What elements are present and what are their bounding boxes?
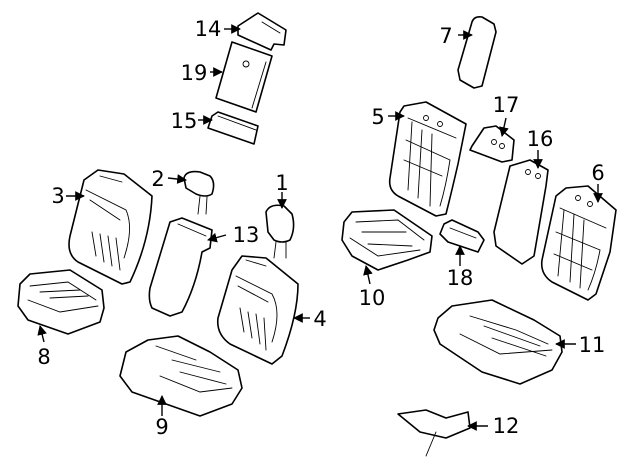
- part-4-shape: [216, 255, 299, 365]
- part-19-shape: [215, 41, 273, 113]
- part-15-shape: [207, 111, 259, 145]
- callout-12: 12: [493, 414, 520, 438]
- callout-16: 16: [527, 127, 554, 151]
- callout-3: 3: [51, 184, 64, 208]
- callout-11: 11: [579, 333, 606, 357]
- part-12-shape: [397, 409, 471, 457]
- callout-9: 9: [155, 415, 168, 439]
- part-18-shape: [439, 219, 485, 253]
- part-13-shape: [148, 217, 213, 317]
- callout-13: 13: [233, 223, 260, 247]
- callout-2: 2: [151, 167, 164, 191]
- part-6-shape: [540, 185, 617, 301]
- part-14-shape: [237, 12, 287, 51]
- arrow-13: [207, 232, 227, 243]
- callout-17: 17: [493, 93, 520, 117]
- leader-lines: [37, 24, 603, 431]
- callout-1: 1: [275, 171, 288, 195]
- part-11-shape: [433, 299, 563, 385]
- callout-19: 19: [181, 61, 208, 85]
- arrow-2: [167, 174, 187, 184]
- callout-labels: 1 2 3 4 5 6 7 8 9 10 11 12 13 14 19 15 1…: [37, 17, 605, 439]
- part-10-shape: [341, 209, 433, 271]
- callout-6: 6: [591, 161, 604, 185]
- callout-18: 18: [447, 266, 474, 290]
- callout-5: 5: [371, 105, 384, 129]
- part-2-shape: [183, 170, 215, 215]
- arrow-10: [363, 265, 373, 285]
- callout-14: 14: [195, 17, 222, 41]
- callout-8: 8: [37, 345, 50, 369]
- callout-10: 10: [359, 286, 386, 310]
- part-9-shape: [119, 335, 243, 417]
- callout-7: 7: [439, 24, 452, 48]
- callout-4: 4: [313, 307, 326, 331]
- part-3-shape: [68, 169, 153, 285]
- part-8-shape: [17, 269, 105, 335]
- part-16-shape: [493, 159, 549, 265]
- part-1-shape: [265, 204, 295, 259]
- part-7-shape: [457, 16, 497, 89]
- callout-15: 15: [171, 109, 198, 133]
- arrow-8: [37, 325, 47, 343]
- part-5-shape: [388, 101, 467, 217]
- part-17-shape: [469, 125, 515, 163]
- arrow-17: [499, 117, 509, 137]
